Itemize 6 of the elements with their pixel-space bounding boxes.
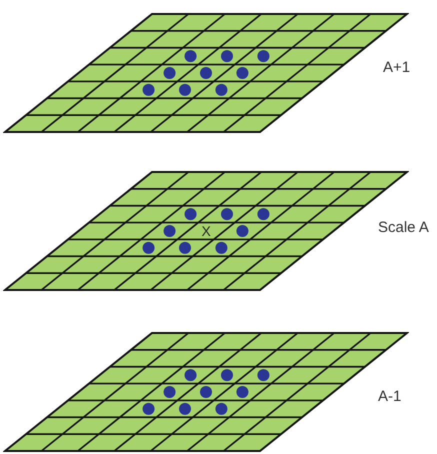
- point-label: X: [202, 224, 211, 238]
- scale-label: A-1: [378, 389, 402, 404]
- scale-label: Scale A: [378, 220, 429, 235]
- scale-label: A+1: [383, 60, 410, 75]
- grid-plane: [3, 12, 409, 134]
- grid-plane: [3, 331, 409, 453]
